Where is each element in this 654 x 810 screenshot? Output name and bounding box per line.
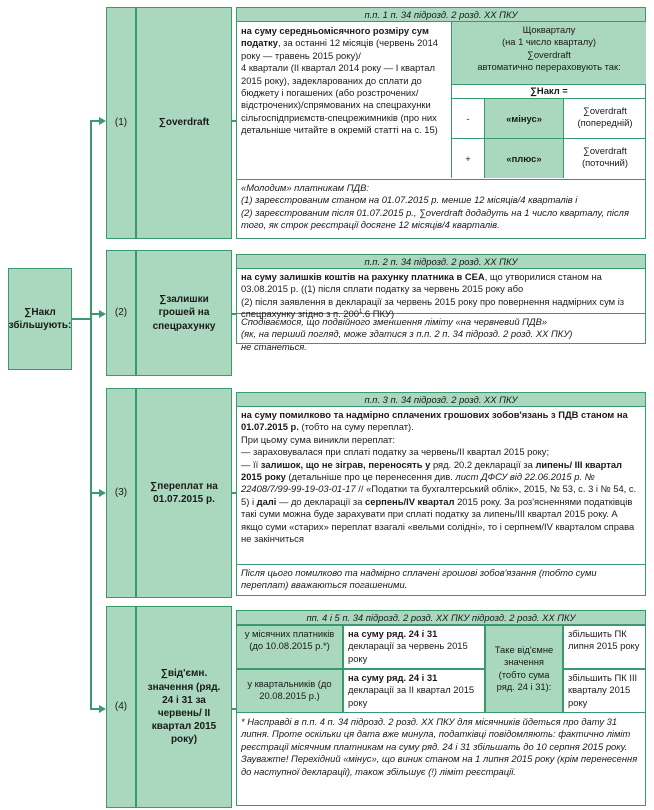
row3-header: п.п. 3 п. 34 підрозд. 2 розд. XX ПКУ	[237, 393, 645, 407]
connector-4	[90, 708, 100, 710]
arrow-1	[99, 117, 106, 125]
row1-link	[232, 120, 236, 122]
connector-2	[90, 313, 100, 315]
minus-sign: -	[466, 113, 470, 124]
row4-monthly-label: у місячних платників (до 10.08.2015 р.*)	[237, 625, 343, 669]
connector-1	[90, 120, 100, 122]
root-label: ∑Накл збільшують:	[8, 306, 72, 331]
arrow-4	[99, 705, 106, 713]
connector-3	[90, 492, 100, 494]
row4-label: ∑від'ємн. значення (ряд. 24 і 31 за черв…	[136, 606, 232, 808]
row4-middle-label: Таке від'ємне значення (тобто сума ряд. …	[485, 625, 563, 713]
row4-header: пп. 4 і 5 п. 34 підрозд. 2 розд. XX ПКУ …	[237, 611, 645, 625]
row3-note: Після цього помилково та надмірно сплаче…	[237, 564, 645, 595]
plus-label: «плюс»	[484, 139, 564, 178]
row4-result-monthly: збільшить ПК липня 2015 року	[563, 625, 645, 669]
row3-number: (3)	[106, 388, 136, 598]
row1-number: (1)	[106, 7, 136, 239]
row3-main-text: на суму помилково та надмірно сплачених …	[241, 409, 637, 545]
row1-label: ∑overdraft	[136, 7, 232, 239]
minus-value: ∑overdraft (попередній)	[577, 105, 633, 129]
row4-quarterly-label: у квартальників (до 20.08.2015 р.)	[237, 669, 343, 713]
row4-monthly-desc: на суму ряд. 24 і 31 декларації за черве…	[343, 625, 485, 669]
row4-number: (4)	[106, 606, 136, 808]
row3-panel: п.п. 3 п. 34 підрозд. 2 розд. XX ПКУ на …	[236, 392, 646, 596]
row1-side-intro: Щокварталу (на 1 число кварталу) ∑overdr…	[452, 22, 646, 84]
connector-trunk	[90, 120, 92, 708]
row2-header: п.п. 2 п. 34 підрозд. 2 розд. XX ПКУ	[237, 255, 645, 269]
row1-panel: п.п. 1 п. 34 підрозд. 2 розд. XX ПКУ на …	[236, 7, 646, 239]
row1-side-minus-row: - «мінус» ∑overdraft (попередній)	[452, 98, 646, 138]
row4-link	[232, 708, 236, 710]
row2-link	[232, 313, 236, 315]
row1-main-text: на суму середньомісячного розміру сум по…	[241, 25, 439, 136]
row2-number: (2)	[106, 250, 136, 376]
row2-note: Сподіваємося, що подвійного зменшення лі…	[237, 313, 645, 352]
row2-label: ∑залишки грошей на спецрахунку	[136, 250, 232, 376]
arrow-2	[99, 310, 106, 318]
row4-note: * Насправді в п.п. 4 п. 34 підрозд. 2 ро…	[241, 716, 638, 777]
row4-result-quarterly: збільшить ПК III кварталу 2015 року	[563, 669, 645, 713]
row1-header: п.п. 1 п. 34 підрозд. 2 розд. XX ПКУ	[237, 8, 645, 22]
row1-side-plus-row: + «плюс» ∑overdraft (поточний)	[452, 138, 646, 178]
connector-root	[72, 318, 90, 320]
plus-sign: +	[465, 153, 471, 164]
root-label-box: ∑Накл збільшують:	[8, 268, 72, 370]
row2-main-text: на суму залишків коштів на рахунку платн…	[241, 271, 625, 320]
arrow-3	[99, 489, 106, 497]
row3-label: ∑переплат на 01.07.2015 р.	[136, 388, 232, 598]
row4-quarterly-desc: на суму ряд. 24 і 31 декларації за II кв…	[343, 669, 485, 713]
row1-side-panel: Щокварталу (на 1 число кварталу) ∑overdr…	[451, 22, 646, 178]
row3-link	[232, 492, 236, 494]
plus-value: ∑overdraft (поточний)	[581, 145, 629, 169]
row1-side-formula: ∑Накл =	[452, 84, 646, 98]
row2-panel: п.п. 2 п. 34 підрозд. 2 розд. XX ПКУ на …	[236, 254, 646, 352]
minus-label: «мінус»	[484, 99, 564, 138]
row4-panel: пп. 4 і 5 п. 34 підрозд. 2 розд. XX ПКУ …	[236, 610, 646, 806]
row1-note: «Молодим» платникам ПДВ: (1) зареєстрова…	[237, 179, 645, 238]
